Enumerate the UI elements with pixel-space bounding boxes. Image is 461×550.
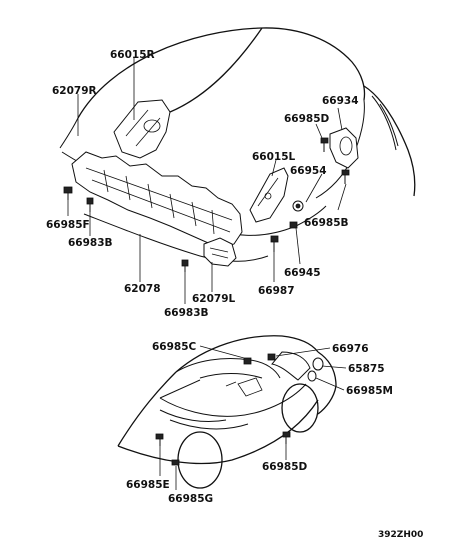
- bracket-66015L: [249, 167, 289, 223]
- label-66976: 66976: [332, 343, 369, 355]
- fasteners-upper: [63, 137, 350, 272]
- horn: [329, 127, 359, 169]
- car-outline: [117, 335, 337, 489]
- diagram-code: 392ZH00: [378, 530, 423, 540]
- front-body-outline: [59, 27, 416, 262]
- leader-lines-lower: [159, 345, 347, 490]
- label-62079R: 62079R: [52, 85, 97, 97]
- side-bracket-left: [203, 237, 237, 267]
- leader-lines-upper: [67, 58, 347, 304]
- label-66985D-top: 66985D: [284, 113, 330, 125]
- label-66985C: 66985C: [152, 341, 197, 353]
- label-66954: 66954: [290, 165, 327, 177]
- label-65875: 65875: [348, 363, 385, 375]
- labels-lower: 66985C 66976 65875 66985M 66985D 66985E …: [126, 341, 393, 505]
- label-66985D-bottom: 66985D: [262, 461, 308, 473]
- bracket-66015R: [113, 99, 171, 159]
- label-66015R: 66015R: [110, 49, 155, 61]
- label-66983B-bottom: 66983B: [164, 307, 209, 319]
- label-66945: 66945: [284, 267, 321, 279]
- labels-upper: 66015R 62079R 66934 66985D 66015L 66954 …: [46, 49, 359, 319]
- label-66985M: 66985M: [346, 385, 393, 397]
- label-66015L: 66015L: [252, 151, 296, 163]
- label-66987: 66987: [258, 285, 295, 297]
- fasteners-lower: [155, 353, 324, 466]
- label-66983B-left: 66983B: [68, 237, 113, 249]
- bumper-reinforcement: [71, 151, 243, 249]
- label-62079L: 62079L: [192, 293, 236, 305]
- label-66934: 66934: [322, 95, 359, 107]
- label-66985F: 66985F: [46, 219, 90, 231]
- label-62078: 62078: [124, 283, 161, 295]
- label-66985G: 66985G: [168, 493, 213, 505]
- label-66985B-right: 66985B: [304, 217, 349, 229]
- label-66985E: 66985E: [126, 479, 170, 491]
